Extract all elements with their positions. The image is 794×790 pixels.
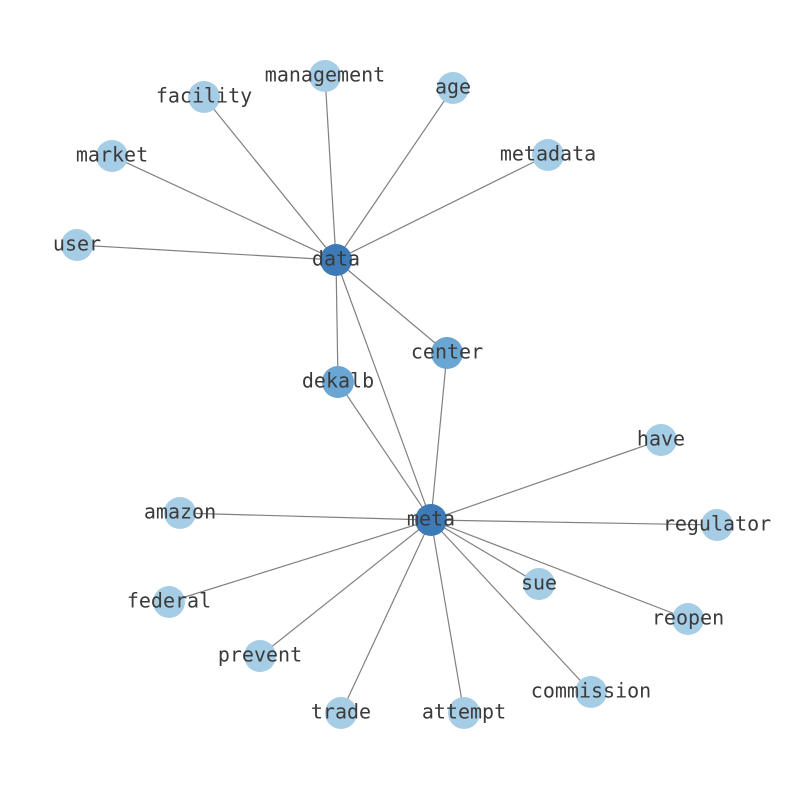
node-label-amazon: amazon (144, 500, 216, 524)
node-amazon (164, 497, 196, 529)
node-label-reopen: reopen (652, 606, 724, 630)
node-label-federal: federal (127, 589, 211, 613)
node-label-dekalb: dekalb (302, 369, 374, 393)
node-label-regulator: regulator (663, 512, 771, 536)
node-label-center: center (411, 340, 483, 364)
node-label-metadata: metadata (500, 142, 596, 166)
edge-meta-reopen (430, 519, 689, 620)
node-label-management: management (265, 63, 385, 87)
edge-data-market (111, 155, 337, 261)
node-label-user: user (53, 232, 101, 256)
node-label-data: data (312, 247, 360, 271)
node-dekalb (322, 366, 354, 398)
edge-data-metadata (335, 154, 549, 261)
node-center (431, 337, 463, 369)
node-prevent (244, 640, 276, 672)
node-label-sue: sue (521, 571, 557, 595)
node-trade (325, 697, 357, 729)
edge-meta-federal (168, 519, 432, 603)
node-facility (188, 81, 220, 113)
edge-meta-commission (430, 519, 592, 693)
edge-meta-trade (340, 519, 432, 714)
edge-data-age (335, 87, 454, 261)
edge-data-meta (335, 259, 432, 521)
node-commission (575, 676, 607, 708)
node-label-prevent: prevent (218, 643, 302, 667)
node-label-market: market (76, 143, 148, 167)
edge-meta-have (430, 439, 662, 521)
node-regulator (701, 509, 733, 541)
edge-meta-dekalb (337, 381, 432, 521)
node-label-age: age (435, 75, 471, 99)
edge-meta-sue (430, 519, 540, 585)
edge-data-facility (203, 96, 337, 261)
node-age (437, 72, 469, 104)
edge-meta-regulator (430, 519, 718, 526)
node-metadata (532, 139, 564, 171)
node-layer (61, 60, 733, 729)
node-label-commission: commission (531, 679, 651, 703)
label-layer: data meta center dekalb management age facilit… (53, 63, 771, 724)
node-label-facility: facility (156, 84, 252, 108)
edge-meta-attempt (430, 519, 465, 714)
node-management (309, 60, 341, 92)
edge-data-user (76, 244, 337, 261)
edge-data-center (335, 259, 448, 354)
node-label-trade: trade (311, 700, 371, 724)
node-have (645, 424, 677, 456)
node-user (61, 229, 93, 261)
edge-meta-center (430, 352, 448, 521)
node-data (320, 244, 352, 276)
edge-meta-amazon (179, 512, 432, 521)
edge-data-management (324, 75, 337, 261)
node-sue (523, 568, 555, 600)
node-market (96, 140, 128, 172)
node-attempt (448, 697, 480, 729)
node-reopen (672, 603, 704, 635)
node-meta (415, 504, 447, 536)
edge-data-dekalb (335, 259, 339, 383)
node-label-have: have (637, 427, 685, 451)
node-label-attempt: attempt (422, 700, 506, 724)
node-federal (153, 586, 185, 618)
edge-layer (76, 75, 718, 714)
edge-meta-prevent (259, 519, 432, 657)
node-label-meta: meta (407, 507, 455, 531)
